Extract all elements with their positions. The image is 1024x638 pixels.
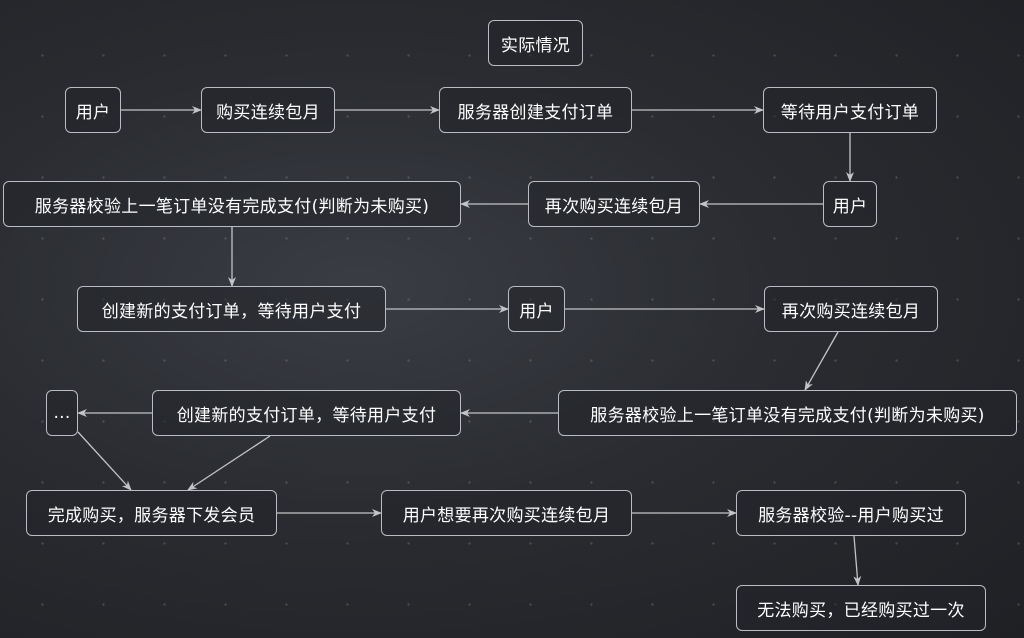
node-server-check-1: 服务器校验上一笔订单没有完成支付(判断为未购买) [3, 181, 461, 227]
node-user-wants-again: 用户想要再次购买连续包月 [381, 490, 632, 536]
node-wait-user-pay: 等待用户支付订单 [763, 87, 937, 133]
edge-new-order2-done [187, 435, 271, 491]
node-rebuy-2: 再次购买连续包月 [764, 286, 938, 332]
node-purchase-complete: 完成购买，服务器下发会员 [26, 490, 277, 536]
node-user-2: 用户 [823, 181, 877, 227]
node-new-order-1: 创建新的支付订单，等待用户支付 [77, 286, 386, 332]
node-rebuy-1: 再次购买连续包月 [528, 181, 700, 227]
node-buy-monthly: 购买连续包月 [201, 87, 335, 133]
node-server-create-order: 服务器创建支付订单 [439, 87, 632, 133]
edge-check3-cannot [853, 535, 862, 586]
node-server-check-3: 服务器校验--用户购买过 [736, 490, 966, 536]
node-user-1: 用户 [65, 87, 121, 133]
node-new-order-2: 创建新的支付订单，等待用户支付 [152, 390, 461, 436]
edge-ellipsis-done [77, 431, 132, 491]
node-server-check-2: 服务器校验上一笔订单没有完成支付(判断为未购买) [558, 390, 1017, 436]
node-ellipsis: ... [46, 390, 78, 436]
edge-rebuy2-check2 [804, 331, 839, 391]
node-title: 实际情况 [488, 20, 583, 66]
node-user-3: 用户 [508, 286, 565, 332]
node-cannot-purchase: 无法购买，已经购买过一次 [736, 585, 986, 631]
